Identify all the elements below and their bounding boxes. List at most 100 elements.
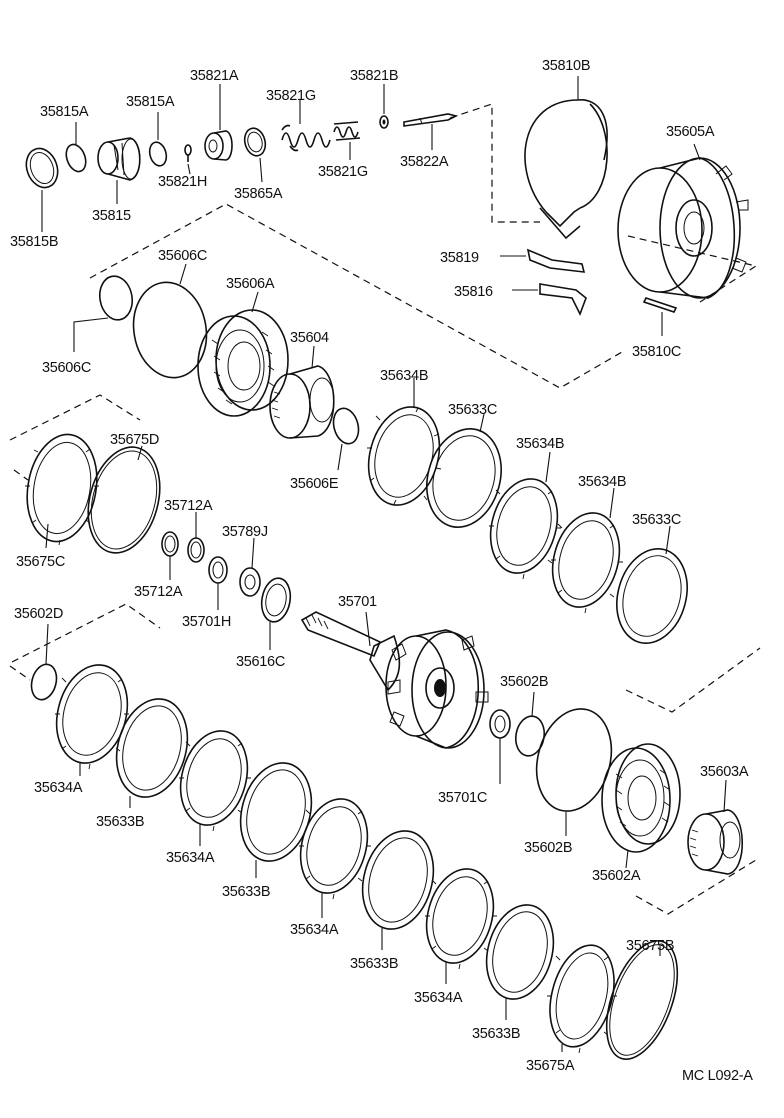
part-35821G-spring-outer — [281, 100, 331, 152]
label-35634B-3: 35634B — [578, 474, 626, 490]
part-35675B-snap-ring — [605, 940, 679, 1060]
label-35675C: 35675C — [16, 554, 65, 570]
part-35815-piston — [97, 137, 141, 204]
label-35633C-1: 35633C — [448, 402, 497, 418]
part-35603A-hub — [687, 779, 744, 875]
part-35815A-ring-left — [65, 122, 87, 173]
part-35816-strut — [512, 283, 587, 316]
label-35821A: 35821A — [190, 68, 239, 84]
part-35712A-washer-1 — [161, 531, 179, 580]
label-35815A-left: 35815A — [40, 104, 89, 120]
part-35633B-plate-2 — [239, 762, 313, 878]
part-35810B-brake-band — [524, 76, 608, 240]
label-35675D: 35675D — [110, 432, 159, 448]
part-35634A-disc-3 — [299, 798, 371, 918]
part-35701C-bearing — [489, 709, 511, 784]
part-35819-clip — [500, 248, 586, 273]
label-35701: 35701 — [338, 594, 377, 610]
label-35815A-right: 35815A — [126, 94, 175, 110]
label-35602B-top: 35602B — [500, 674, 548, 690]
part-35634A-disc-1 — [55, 664, 129, 776]
label-35603A: 35603A — [700, 764, 749, 780]
label-35821G-bottom: 35821G — [318, 164, 368, 180]
part-number-labels: 35815A 35815A 35821A 35821G 35821B 35810… — [10, 58, 754, 1084]
label-35789J: 35789J — [222, 524, 268, 540]
label-35606E: 35606E — [290, 476, 339, 492]
part-35633C-plate-1 — [426, 413, 502, 528]
part-35675C-snap-ring-plate — [25, 433, 99, 549]
part-35633B-plate-4 — [485, 904, 555, 1020]
part-35606C-small-ring — [73, 275, 134, 352]
label-35815B: 35815B — [10, 234, 58, 250]
label-35821G-top: 35821G — [266, 88, 316, 104]
part-35634A-disc-2 — [179, 730, 251, 846]
label-35606A: 35606A — [226, 276, 275, 292]
label-35712A-top: 35712A — [164, 498, 213, 514]
label-35605A: 35605A — [666, 124, 715, 140]
part-35821A-piston — [204, 84, 233, 161]
label-35634A-2: 35634A — [166, 850, 215, 866]
label-35634B-1: 35634B — [380, 368, 428, 384]
part-35634B-disc-1 — [367, 378, 442, 506]
part-35634B-disc-3 — [551, 487, 623, 614]
label-35634A-1: 35634A — [34, 780, 83, 796]
label-35821B: 35821B — [350, 68, 398, 84]
label-35616C: 35616C — [236, 654, 285, 670]
part-35634B-disc-2 — [489, 451, 561, 580]
part-35616C-thrust-washer — [260, 577, 292, 650]
assembly-boundary-lines — [9, 103, 761, 915]
label-35865A: 35865A — [234, 186, 283, 202]
part-35701H-bearing — [208, 556, 228, 610]
part-35633B-plate-3 — [361, 830, 435, 950]
part-35606C-large-ring — [132, 263, 208, 379]
part-35789J-washer — [239, 537, 261, 597]
label-35633B-3: 35633B — [350, 956, 398, 972]
part-35602B-small-ring — [514, 691, 546, 757]
label-35810C: 35810C — [632, 344, 681, 360]
label-35606C-bottom: 35606C — [42, 360, 91, 376]
label-35633B-4: 35633B — [472, 1026, 520, 1042]
label-35701H: 35701H — [182, 614, 231, 630]
part-35865A-ring — [243, 127, 267, 183]
part-35633C-plate-2 — [616, 525, 688, 644]
part-35821B-washer — [379, 84, 389, 129]
diagram-code: MC L092-A — [682, 1068, 753, 1084]
label-35634A-4: 35634A — [414, 990, 463, 1006]
label-35633B-2: 35633B — [222, 884, 270, 900]
label-35606C-top: 35606C — [158, 248, 207, 264]
label-35634B-2: 35634B — [516, 436, 564, 452]
part-35675A-snap-ring-plate — [547, 944, 617, 1054]
label-35602A: 35602A — [592, 868, 641, 884]
label-35819: 35819 — [440, 250, 479, 266]
label-35634A-3: 35634A — [290, 922, 339, 938]
part-35604-hub — [269, 345, 335, 439]
part-35606A-piston — [197, 291, 289, 417]
label-35633C-2: 35633C — [632, 512, 681, 528]
part-35602D-ring — [30, 623, 58, 701]
label-35822A: 35822A — [400, 154, 449, 170]
label-35701C: 35701C — [438, 790, 487, 806]
part-35822A-rod — [403, 113, 459, 150]
label-35604: 35604 — [290, 330, 329, 346]
part-35602A-piston — [601, 743, 681, 869]
label-35712A-bottom: 35712A — [134, 584, 183, 600]
part-35701-shaft-and-drum — [300, 611, 489, 749]
part-35815B-ring — [25, 147, 59, 232]
part-35633B-plate-1 — [115, 698, 189, 808]
part-35821G-spring-inner — [333, 121, 361, 160]
label-35633B-1: 35633B — [96, 814, 144, 830]
label-35602B-bottom: 35602B — [524, 840, 572, 856]
part-35605A-drum — [617, 143, 749, 299]
part-35821H-pin — [184, 144, 192, 175]
label-35815: 35815 — [92, 208, 131, 224]
part-35810C-pin — [642, 297, 678, 336]
label-35810B: 35810B — [542, 58, 590, 74]
label-35816: 35816 — [454, 284, 493, 300]
label-35602D: 35602D — [14, 606, 63, 622]
label-35675A: 35675A — [526, 1058, 575, 1074]
part-35675D-snap-ring — [87, 445, 161, 554]
part-35606E-ring — [332, 407, 360, 471]
part-35634A-disc-4 — [425, 868, 497, 984]
part-35815A-ring-right — [148, 112, 168, 167]
